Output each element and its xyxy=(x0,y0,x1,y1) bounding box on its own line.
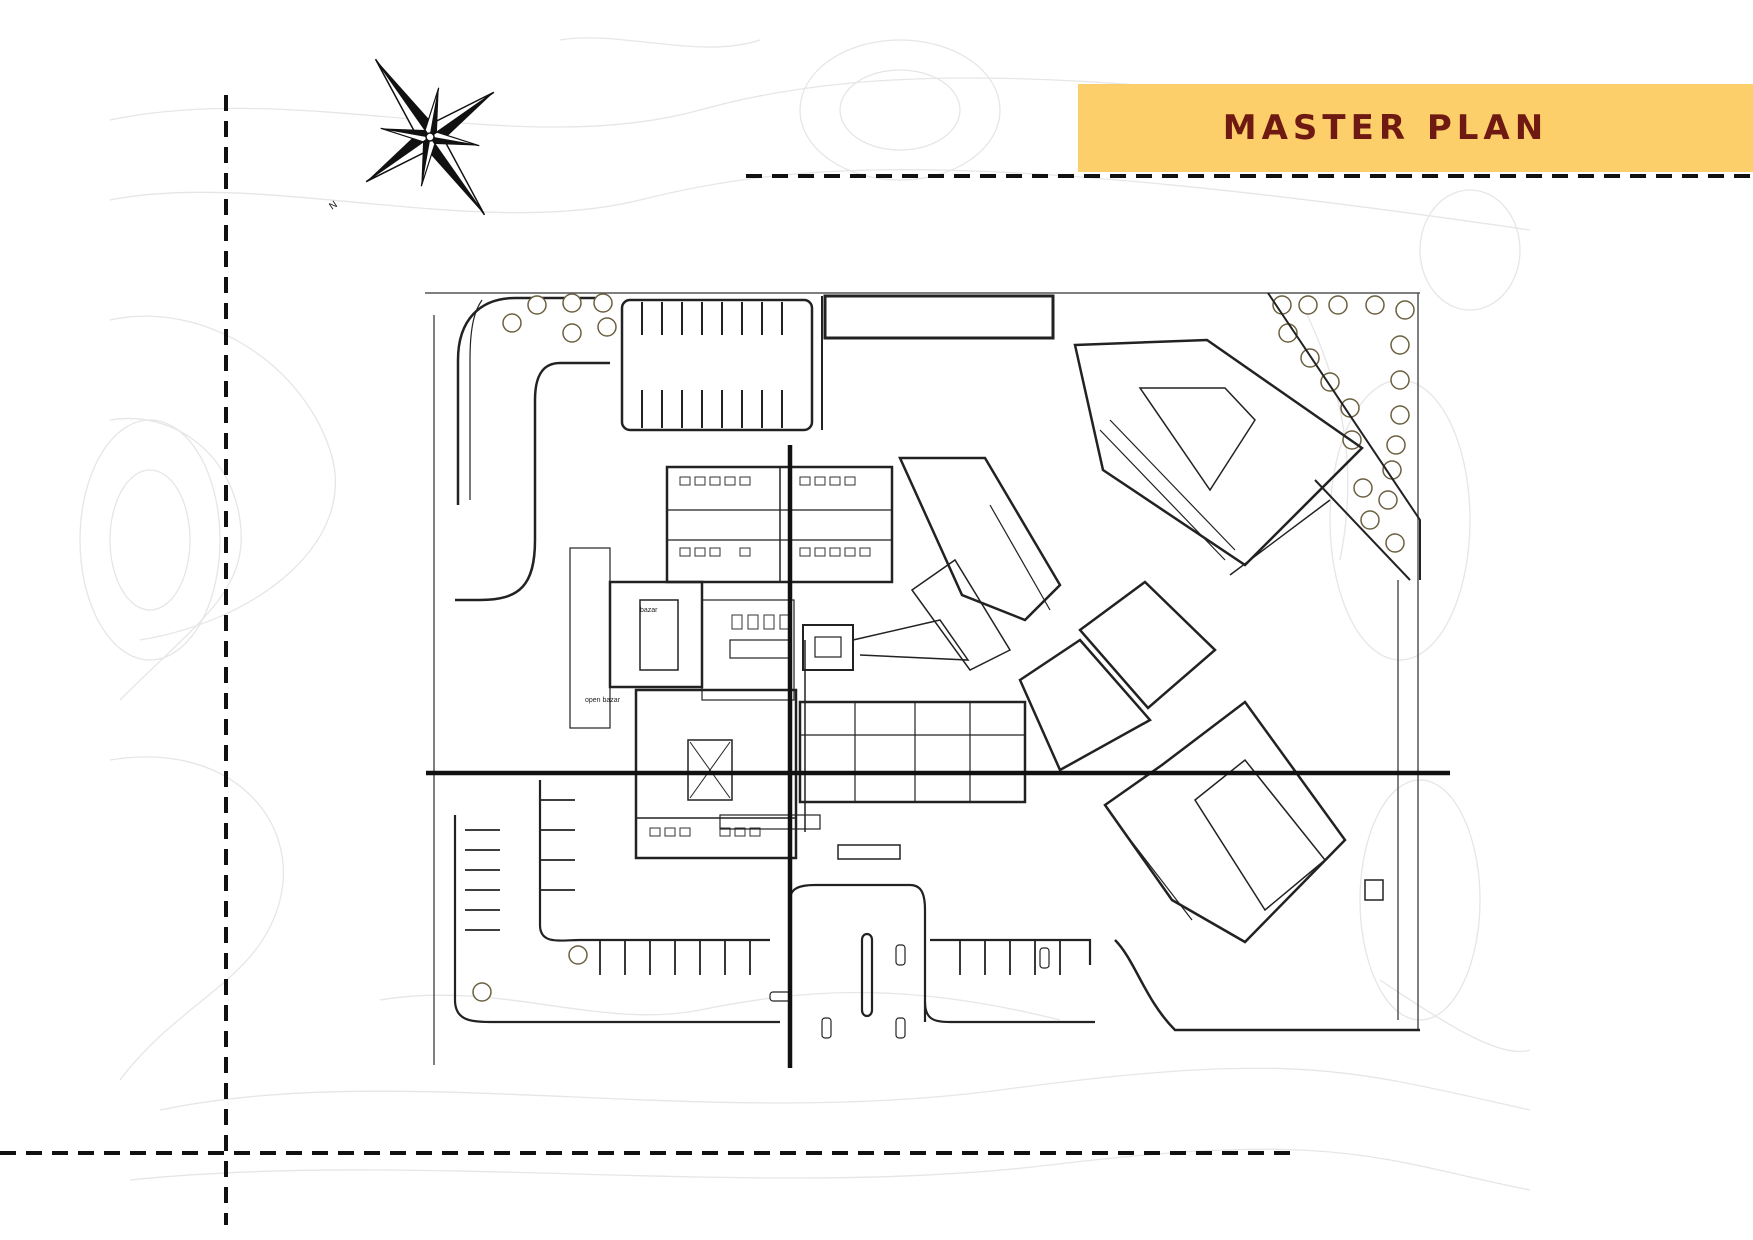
bazar-label: bazar xyxy=(640,607,658,614)
title-band: MASTER PLAN xyxy=(1078,84,1753,172)
parked-cars xyxy=(769,944,1050,1039)
site-boundary xyxy=(425,292,1420,1065)
landscape-trees xyxy=(472,293,1415,1002)
topographic-contours xyxy=(79,37,1531,1191)
diagonal-wing xyxy=(798,456,1217,804)
sports-court-building xyxy=(1073,338,1364,576)
furniture-pattern xyxy=(649,476,871,837)
access-road xyxy=(455,296,610,602)
section-cut-lines xyxy=(426,445,1450,1068)
page-title: MASTER PLAN xyxy=(1222,108,1549,148)
bottom-parking xyxy=(453,780,1420,1032)
compass-rose-icon xyxy=(365,58,495,216)
hall-building xyxy=(1103,700,1384,944)
east-landscape-strip xyxy=(1267,292,1421,581)
main-building-cluster xyxy=(569,465,894,860)
open-bazar-label: open bazar xyxy=(585,697,621,704)
courtyard-feature xyxy=(802,619,970,671)
dashed-frame-lines xyxy=(0,95,1753,1225)
top-parking-lot xyxy=(620,294,1055,432)
